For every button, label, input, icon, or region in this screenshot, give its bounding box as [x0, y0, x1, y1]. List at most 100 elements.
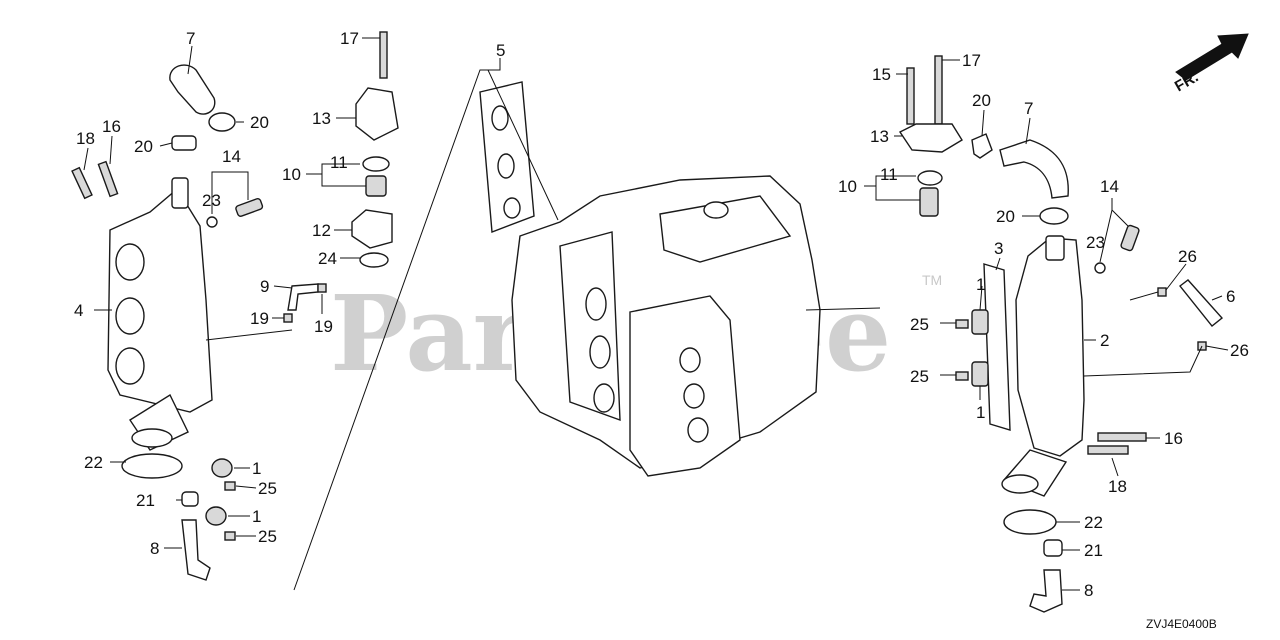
callout-10-right: 10 [838, 177, 857, 196]
callout-26a-right: 26 [1178, 247, 1197, 266]
part-clamp-20b-left[interactable] [171, 135, 197, 151]
callout-22-right: 22 [1084, 513, 1103, 532]
front-arrow-icon: FR. [1172, 33, 1249, 95]
left-manifold-assembly [71, 31, 535, 581]
part-hose-7-left[interactable] [169, 64, 216, 115]
part-seal-11-right[interactable] [917, 170, 943, 186]
part-bolt-17-right[interactable] [934, 55, 943, 125]
part-clip-19a-left[interactable] [317, 283, 327, 293]
callout-8-left: 8 [150, 539, 159, 558]
part-elbow-8-right[interactable] [1029, 569, 1063, 613]
callout-5: 5 [496, 41, 505, 60]
callout-25a-left: 25 [258, 479, 277, 498]
callout-16-right: 16 [1164, 429, 1183, 448]
part-cap-21-right[interactable] [1043, 539, 1063, 557]
callout-20b-right: 20 [996, 207, 1015, 226]
part-washer-23-right[interactable] [1094, 262, 1106, 274]
callout-23-left: 23 [202, 191, 221, 210]
right-manifold-assembly [898, 55, 1224, 613]
callout-6: 6 [1226, 287, 1235, 306]
callout-15-right: 15 [872, 65, 891, 84]
part-bolt-16-left[interactable] [97, 160, 119, 198]
callout-1a-right: 1 [976, 275, 985, 294]
diagram-code: ZVJ4E0400B [1146, 617, 1217, 631]
part-bolt-18-right[interactable] [1087, 445, 1129, 455]
callout-18-right: 18 [1108, 477, 1127, 496]
callout-21-left: 21 [136, 491, 155, 510]
callout-11-left: 11 [330, 153, 348, 172]
callout-14-left: 14 [222, 147, 241, 166]
part-clamp-20a-left[interactable] [208, 112, 236, 132]
callout-23-right: 23 [1086, 233, 1105, 252]
part-hose-6-right[interactable] [1179, 279, 1224, 327]
callout-20a-right: 20 [972, 91, 991, 110]
callout-13-left: 13 [312, 109, 331, 128]
part-gasket-3[interactable] [983, 263, 1011, 431]
part-oring-24-left[interactable] [359, 252, 389, 268]
callout-25b-left: 25 [258, 527, 277, 546]
part-hose-9-left[interactable] [287, 283, 319, 311]
callout-17-left: 17 [340, 29, 359, 48]
part-thermostat-10-left[interactable] [365, 175, 387, 197]
callout-1b-left: 1 [252, 507, 261, 526]
callout-10-left: 10 [282, 165, 301, 184]
engine-block [511, 175, 881, 477]
part-clamp-20a-right[interactable] [971, 133, 993, 159]
callout-7-left: 7 [186, 29, 195, 48]
part-plug-1b-left[interactable] [205, 506, 227, 526]
part-oring-22-right[interactable] [1003, 509, 1057, 535]
part-bolt-17-left[interactable] [379, 31, 388, 79]
callout-1b-right: 1 [976, 403, 985, 422]
part-washer-23-left[interactable] [206, 216, 218, 228]
part-elbow-8-left[interactable] [181, 519, 211, 581]
callout-16-left: 16 [102, 117, 121, 136]
callout-19b-left: 19 [314, 317, 333, 336]
part-bolt-15-right[interactable] [906, 67, 915, 125]
part-sensor-14-right[interactable] [1120, 224, 1140, 252]
part-bolt-25a-left[interactable] [224, 481, 236, 491]
part-housing-12-left[interactable] [351, 209, 393, 249]
part-cover-13-left[interactable] [355, 87, 399, 141]
part-bolt-16-right[interactable] [1097, 432, 1147, 442]
right-leaders [864, 59, 1229, 591]
part-plug-1b-right[interactable] [971, 361, 989, 387]
part-plug-1a-right[interactable] [971, 309, 989, 335]
part-bolt-25a-right[interactable] [955, 319, 969, 329]
part-bolt-25b-left[interactable] [224, 531, 236, 541]
part-clamp-20b-right[interactable] [1039, 207, 1069, 225]
part-cap-21-left[interactable] [181, 491, 199, 507]
part-seal-11-left[interactable] [362, 156, 390, 172]
part-manifold-2[interactable] [1015, 237, 1085, 457]
callout-7-right: 7 [1024, 99, 1033, 118]
watermark-trademark: TM [922, 272, 942, 288]
callout-labels: 7 20 20 18 16 14 23 4 22 1 25 21 1 25 8 … [74, 29, 1249, 600]
callout-24-left: 24 [318, 249, 337, 268]
callout-14-right: 14 [1100, 177, 1119, 196]
callout-19a-left: 19 [250, 309, 269, 328]
callout-17-right: 17 [962, 51, 981, 70]
part-clip-26a-right[interactable] [1157, 287, 1167, 297]
callout-26b-right: 26 [1230, 341, 1249, 360]
callout-25a-right: 25 [910, 315, 929, 334]
callout-25b-right: 25 [910, 367, 929, 386]
callout-9-left: 9 [260, 277, 269, 296]
part-oring-22-left[interactable] [121, 453, 183, 479]
left-leaders [83, 37, 559, 591]
part-cover-13-right[interactable] [898, 123, 963, 153]
callout-2: 2 [1100, 331, 1109, 350]
part-plug-1a-left[interactable] [211, 458, 233, 478]
callout-8-right: 8 [1084, 581, 1093, 600]
part-bolt-18-left[interactable] [71, 166, 93, 200]
part-thermostat-10-right[interactable] [919, 187, 939, 217]
callout-20a-left: 20 [250, 113, 269, 132]
part-bolt-25b-right[interactable] [955, 371, 969, 381]
part-clip-19b-left[interactable] [283, 313, 293, 323]
part-sensor-14-left[interactable] [235, 198, 264, 217]
callout-18-left: 18 [76, 129, 95, 148]
callout-11-right: 11 [880, 165, 898, 184]
callout-20b-left: 20 [134, 137, 153, 156]
part-hose-7-right[interactable] [999, 139, 1069, 199]
callout-21-right: 21 [1084, 541, 1103, 560]
callout-13-right: 13 [870, 127, 889, 146]
